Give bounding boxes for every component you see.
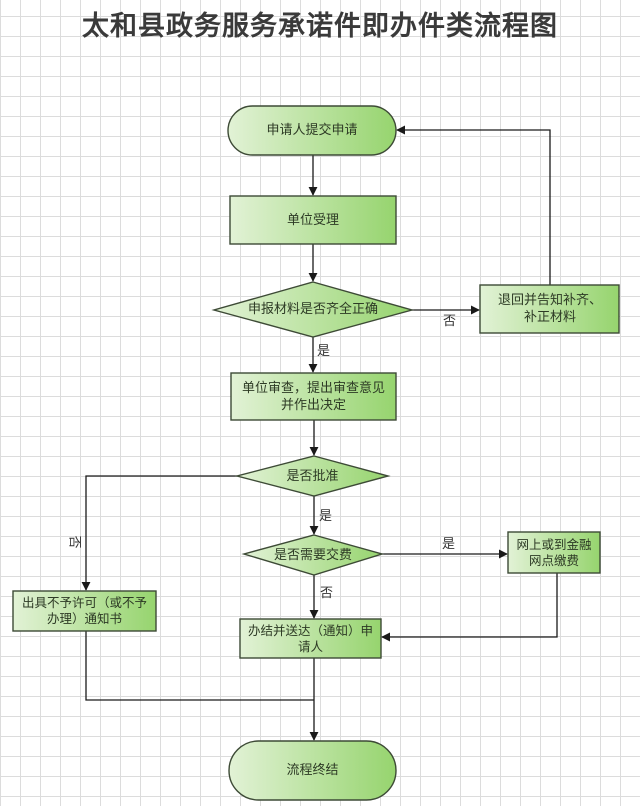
node-review-shape[interactable]	[230, 372, 397, 421]
edge-pay-to-complete	[381, 573, 558, 642]
page-title: 太和县政务服务承诺件即办件类流程图	[82, 11, 558, 42]
edge-label-fee-no: 否	[320, 586, 334, 601]
node-pay-fee-shape[interactable]	[507, 531, 601, 574]
node-check-materials-shape[interactable]	[211, 281, 415, 338]
node-accept-shape[interactable]	[229, 195, 397, 245]
node-start-shape[interactable]	[227, 105, 397, 156]
edge-label-materials-no: 否	[443, 314, 457, 329]
edge-approve-to-reject	[81, 475, 237, 591]
edge-reject-to-end	[85, 631, 314, 701]
edge-return-to-start	[396, 125, 551, 285]
edge-label-approve-no: 否	[66, 535, 82, 549]
node-approve-shape[interactable]	[234, 455, 391, 497]
node-reject-notice-shape[interactable]	[12, 590, 157, 632]
edge-label-fee-yes: 是	[442, 537, 456, 552]
node-complete-notify-shape[interactable]	[239, 618, 382, 659]
node-return-supplement-shape[interactable]	[479, 284, 620, 334]
edge-label-approve-yes: 是	[319, 509, 333, 524]
node-end-shape[interactable]	[228, 740, 397, 801]
node-need-fee-shape[interactable]	[241, 534, 385, 576]
edge-label-materials-yes: 是	[317, 344, 331, 359]
